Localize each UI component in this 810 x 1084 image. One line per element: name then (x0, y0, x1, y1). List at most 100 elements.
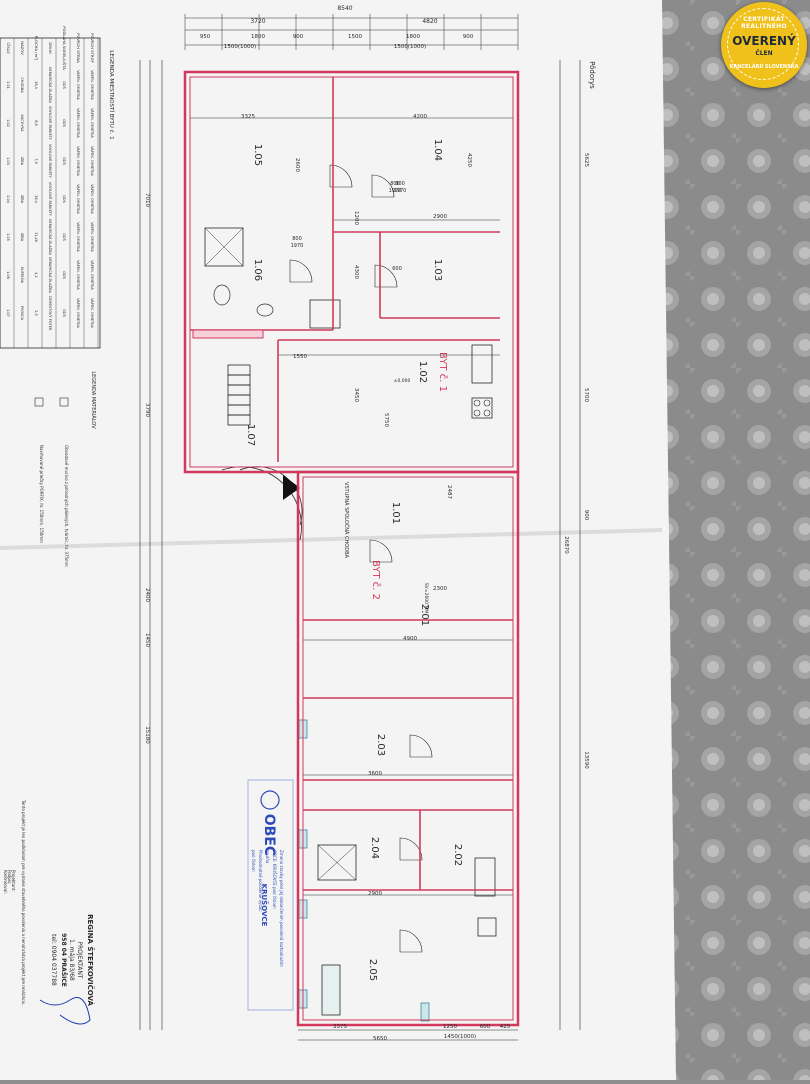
room-dim: 4900 (403, 636, 417, 642)
room-dim: 3325 (241, 114, 255, 120)
legend-cell: VÁPEN. OMIETKA (90, 260, 95, 290)
legend-cell: 1.06 (6, 271, 10, 279)
door-dim-h: 1970 (389, 188, 402, 194)
material-2-label: Navrhované priečky PORFIX, hr. 150mm, 15… (39, 445, 44, 543)
material-legend-title: LEGENDA MATERIÁLOV (90, 371, 97, 429)
room-label-1.07: 1.07 (245, 424, 256, 446)
dim-top-row: 1800 (251, 34, 265, 40)
stamp-line: zo dňa (265, 850, 270, 864)
stair-step (227, 414, 251, 426)
legend-col-header: POVRCH STROP (90, 33, 95, 63)
door-dim: 800 (292, 236, 302, 242)
room-dim: 2300 (433, 586, 447, 592)
door-dim-h: 1970 (394, 188, 407, 194)
entrance-label: VSTUPNÁ SPOLOČNÁ CHODBA (343, 482, 350, 558)
room-dim: 5750 (383, 413, 389, 427)
legend-cell: 1.03 (6, 157, 10, 165)
dim-left-seg: 7010 (144, 193, 150, 207)
room-label-2.04: 2.04 (369, 837, 380, 859)
shower-2 (317, 844, 357, 881)
room-label-2.02: 2.02 (452, 844, 463, 866)
dim-bottom-row: 425 (500, 1024, 511, 1030)
legend-cell: ODS (62, 119, 66, 127)
dim-right-seg: 5700 (583, 388, 589, 402)
room-label-1.04: 1.04 (432, 139, 443, 161)
legend-cell: VÁPEN. OMIETKA (76, 260, 81, 290)
door-dim: 800 (395, 181, 405, 187)
architect-name: REGINA ŠTEFKOVIČOVÁ (86, 914, 95, 1006)
dim-left-seg: 2400 (144, 588, 150, 602)
badge-main-text: OVERENÝ (732, 34, 796, 48)
dim-bottom-row: 600 (480, 1024, 491, 1030)
stamp-emblem (260, 790, 280, 810)
legend-cell: CEMENTOVÝ POTER (48, 296, 53, 331)
window-4 (420, 1002, 430, 1022)
legend-cell: KUCHYŇA (20, 115, 25, 133)
door-dim: 800 (390, 181, 400, 187)
shower-1 (204, 227, 244, 267)
room-legend-border (0, 37, 101, 349)
room-label-1.05: 1.05 (252, 144, 263, 166)
shower-1-x2 (204, 227, 244, 267)
stamp-line: OBCE: KRUŠOVCE pod číslom (272, 850, 277, 909)
pier-block (192, 329, 264, 339)
legend-cell: VÁPEN. OMIETKA (76, 108, 81, 138)
room-dim: 2900 (433, 214, 447, 220)
material-1-label: Obvodové murivo z prírodných pálených, t… (64, 445, 69, 567)
legend-cell: 1.07 (6, 309, 10, 317)
room-label-2.05: 2.05 (367, 959, 378, 981)
legend-cell: 2,5 (34, 310, 38, 316)
door-swing-2 (289, 259, 313, 283)
legend-cell: VÁPEN. OMIETKA (90, 298, 95, 328)
room-dim: 4200 (413, 114, 427, 120)
room-label-1.01: 1.01 (390, 502, 401, 524)
burner (473, 409, 481, 417)
dim-top-right: 4820 (422, 18, 437, 25)
dim-top-row: 1500 (348, 34, 362, 40)
stamp-obec: OBEC (261, 814, 277, 856)
dim-top-row: 900 (293, 34, 304, 40)
room-legend-title: LEGENDA MIESTNOSTÍ BYTU č. 1 (108, 50, 115, 139)
legend-col-header: NÁZOV (20, 41, 25, 55)
kitchen-sink-2 (474, 857, 496, 897)
badge-bottom-text: KANCELÁRIÍ SLOVENSKA (729, 64, 799, 70)
room-label-1.02: 1.02 (417, 361, 428, 383)
legend-cell: VÁPEN. OMIETKA (76, 222, 81, 252)
title-projektant: Projektant: (11, 870, 16, 892)
entrance-arrow (283, 475, 300, 500)
clear-height: SV=2600 MM (423, 583, 429, 613)
dim-window-right: 1500(1000) (394, 44, 426, 50)
legend-cell: 4,1 (34, 272, 38, 278)
stamp-line: Plnohodnotné povolenie vydal: (258, 850, 263, 912)
legend-cell: IZBA (20, 157, 24, 166)
legend-cell: 11,46 (34, 232, 38, 242)
legend-cell: VÁPEN. OMIETKA (90, 184, 95, 214)
legend-col-header: PLOCHA (m²) (34, 36, 39, 61)
outer-wall-byt2 (296, 470, 520, 1027)
door-swing-1 (371, 174, 395, 198)
verified-member-badge: CERTIFIKÁT REALITNÉHO OVERENÝ ČLEN KANCE… (721, 2, 807, 88)
legend-cell: 8,6 (34, 120, 38, 126)
legend-cell: VINYLOVÉ PARKETY (48, 144, 53, 179)
shower-2-x2 (317, 844, 357, 881)
legend-cell: 18,4 (34, 195, 38, 204)
room-dim: 4250 (466, 153, 472, 167)
dim-bottom-row: 3375 (333, 1024, 347, 1030)
kitchen-sink-1 (471, 344, 493, 384)
stamp-line: Zmena stavby pred jej dokončením povolen… (279, 850, 284, 967)
toilet-1 (213, 284, 231, 306)
legend-cell: 7,9 (34, 158, 38, 164)
room-label-1.03: 1.03 (432, 259, 443, 281)
legend-cell: ODS (62, 157, 66, 165)
dim-bottom-sub: 1450(1000) (444, 1034, 476, 1040)
legend-cell: CHODBA (20, 77, 24, 93)
dim-left-seg: 15180 (144, 726, 150, 744)
legend-col-header: POVRCH STENA (76, 33, 81, 63)
paper-fold (0, 528, 663, 550)
room-dim: 1550 (293, 354, 307, 360)
room-dim: 2900 (368, 891, 382, 897)
legend-cell: KERAMICKÁ DLAŽBA (48, 219, 53, 255)
legend-col-header: DRUH (48, 42, 53, 53)
